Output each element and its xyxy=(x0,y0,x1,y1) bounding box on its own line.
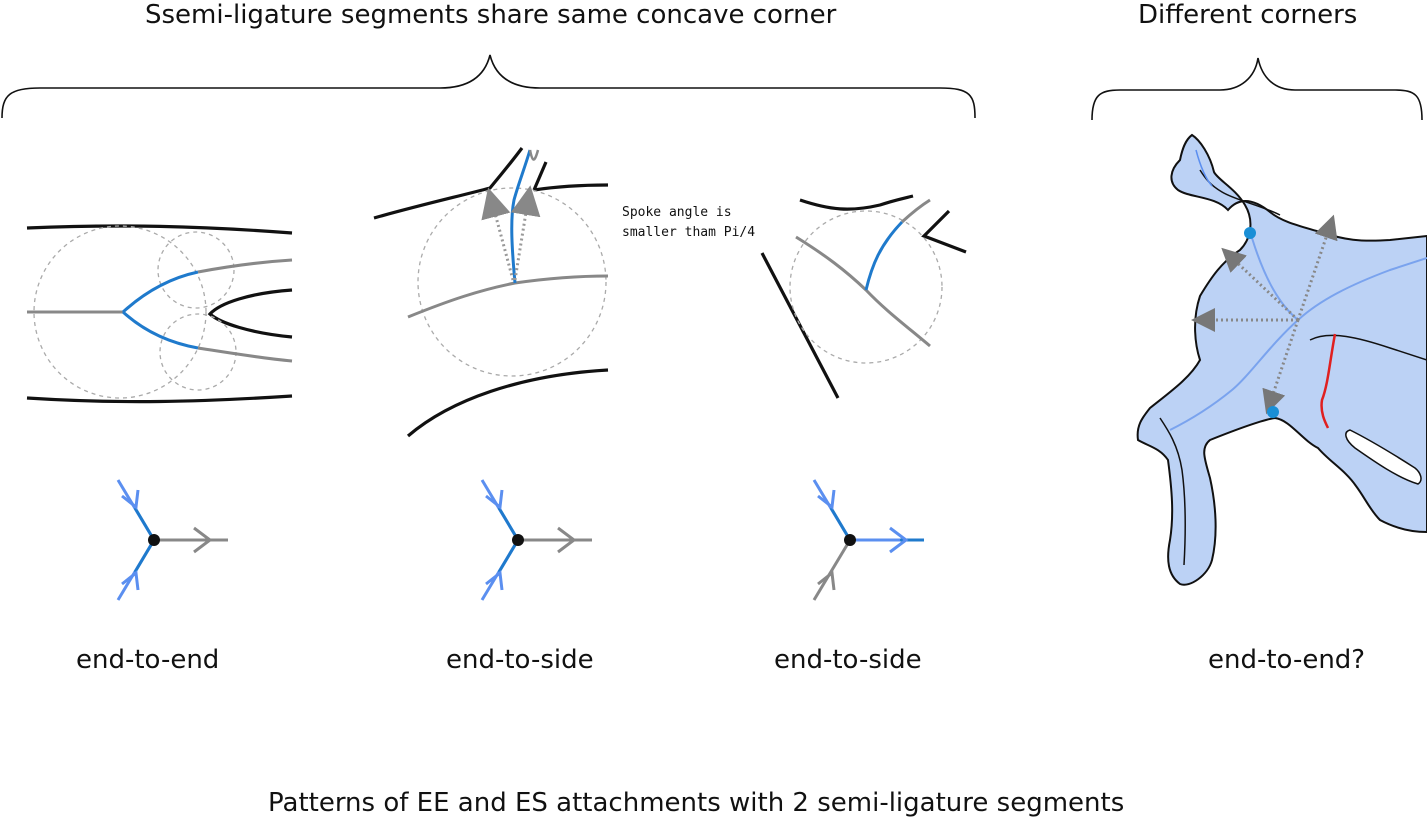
figure-caption: Patterns of EE and ES attachments with 2… xyxy=(268,788,1125,818)
label-panel-2: end-to-side xyxy=(446,645,594,675)
panel-2-shape xyxy=(373,147,609,438)
panel-4-shape xyxy=(1136,133,1427,586)
label-panel-4: end-to-end? xyxy=(1208,645,1366,675)
panel-3-shape xyxy=(760,194,967,399)
spoke-angle-note: Spoke angle is smaller tham Pi/4 xyxy=(622,203,755,243)
graph-icon-1 xyxy=(116,479,228,601)
heading-different-corners: Different corners xyxy=(1138,0,1358,30)
graph-icon-2 xyxy=(480,479,592,601)
heading-shared-corner: Ssemi-ligature segments share same conca… xyxy=(145,0,837,30)
brace-left xyxy=(1,54,976,119)
note-line-2: smaller tham Pi/4 xyxy=(622,225,756,240)
label-panel-1: end-to-end xyxy=(76,645,220,675)
panel-1-shape xyxy=(26,224,293,404)
brace-right xyxy=(1091,57,1423,121)
graph-icon-3 xyxy=(812,479,924,601)
label-panel-3: end-to-side xyxy=(774,645,922,675)
note-line-1: Spoke angle is xyxy=(622,205,732,220)
